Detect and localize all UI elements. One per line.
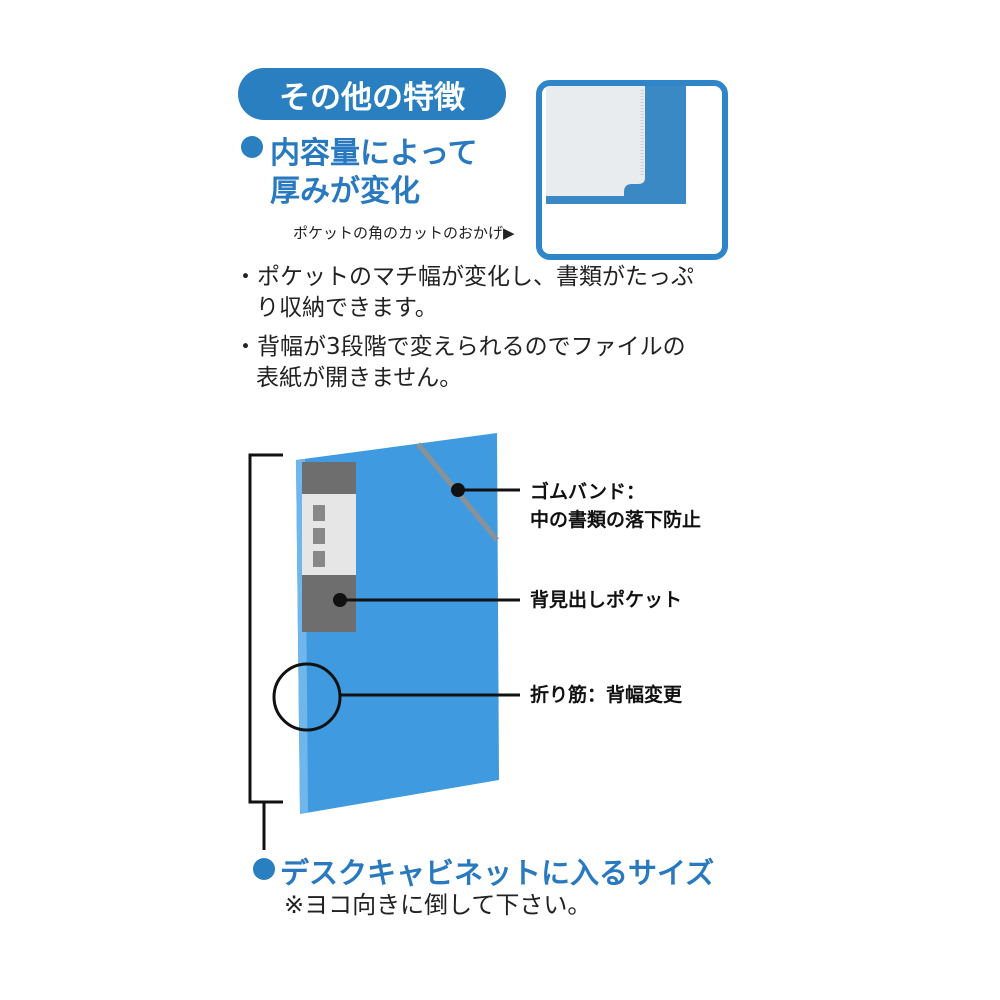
callout-lines <box>272 483 520 732</box>
feature1-caption: ポケットの角のカットのおかげ▶ <box>293 224 515 242</box>
bullet-dot-icon <box>253 858 275 880</box>
pocket-corner-illustration <box>542 86 722 254</box>
callout-rubber-band: ゴムバンド： 中の書類の落下防止 <box>530 478 701 534</box>
folder-photo <box>296 433 499 814</box>
pocket-corner-photo <box>536 80 728 260</box>
section-title: その他の特徴 <box>279 79 465 116</box>
bullet-item-1: ・ポケットのマチ幅が変化し、書類がたっぷ り収納できます。 <box>234 262 694 324</box>
bullet-dot-icon <box>241 136 263 158</box>
bullet-1-line2: り収納できます。 <box>256 295 438 321</box>
callout-band-line2: 中の書類の落下防止 <box>530 509 702 531</box>
feature2-title: デスクキャビネットに入るサイズ <box>280 856 715 890</box>
callout-spine-pocket: 背見出しポケット <box>530 589 683 611</box>
feature2-note: ※ヨコ向きに倒して下さい。 <box>284 891 592 919</box>
bullet-1-line1: ・ポケットのマチ幅が変化し、書類がたっぷ <box>234 264 694 290</box>
feature1-line1: 内容量によって <box>270 136 478 171</box>
bullet-2-line1: ・背幅が3段階で変えられるのでファイルの <box>234 334 686 360</box>
section-title-pill: その他の特徴 <box>238 68 506 120</box>
callout-band-line1: ゴムバンド： <box>530 481 645 503</box>
feature1-line2: 厚みが変化 <box>270 174 420 209</box>
size-bracket <box>248 453 283 850</box>
bullet-2-line2: 表紙が開きません。 <box>256 365 463 391</box>
callout-fold-line: 折り筋：背幅変更 <box>530 684 683 706</box>
bullet-item-2: ・背幅が3段階で変えられるのでファイルの 表紙が開きません。 <box>234 332 686 394</box>
